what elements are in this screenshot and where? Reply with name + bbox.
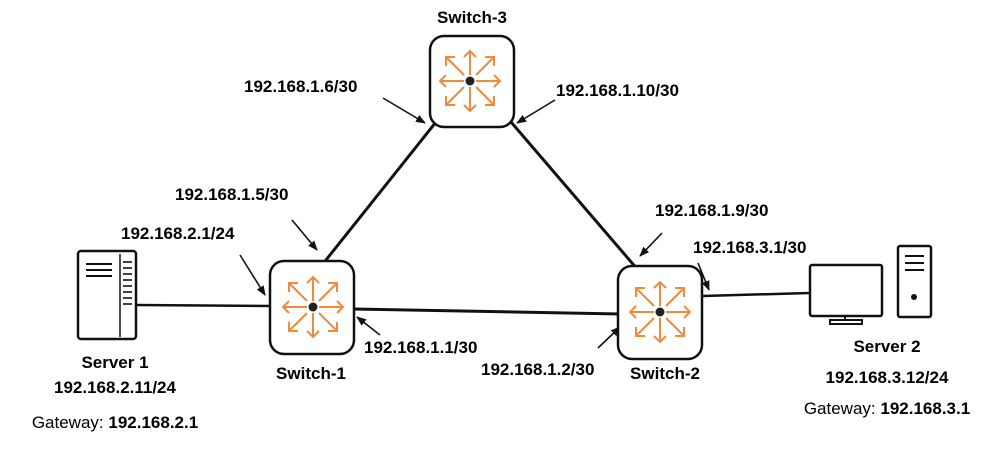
gateway-value: 192.168.2.1 bbox=[108, 413, 199, 432]
interface-label-s2-to-s3: 192.168.1.9/30 bbox=[655, 201, 769, 220]
desktop-computer-icon[interactable] bbox=[808, 244, 933, 325]
pointer-s1-to-s2 bbox=[356, 316, 381, 336]
switch-arrows-icon bbox=[629, 281, 691, 343]
switch-1-node[interactable] bbox=[268, 259, 356, 356]
link-switch1-switch2 bbox=[351, 307, 621, 316]
switch-arrows-icon bbox=[439, 50, 501, 112]
switch-arrows-icon bbox=[282, 276, 344, 338]
gateway-value: 192.168.3.1 bbox=[880, 399, 971, 418]
server-2-ip: 192.168.3.12/24 bbox=[825, 368, 949, 387]
interface-label-s1-to-s3: 192.168.1.5/30 bbox=[175, 185, 289, 204]
pointer-s2-to-s1 bbox=[597, 326, 621, 349]
switch-2-label: Switch-2 bbox=[630, 364, 700, 383]
pointer-s2-to-server2 bbox=[697, 262, 710, 291]
links bbox=[135, 121, 811, 316]
pointer-s1-to-s3 bbox=[291, 219, 318, 251]
interface-label-s3-to-s2: 192.168.1.10/30 bbox=[556, 81, 679, 100]
server-1-gateway: Gateway: 192.168.2.1 bbox=[32, 413, 198, 433]
pointer-s3-to-s2 bbox=[516, 99, 556, 124]
link-switch1-switch3 bbox=[320, 121, 438, 266]
server-2-gateway: Gateway: 192.168.3.1 bbox=[804, 399, 970, 419]
interface-pointers bbox=[239, 97, 710, 349]
interface-label-s1-to-server1: 192.168.2.1/24 bbox=[121, 224, 235, 243]
link-switch3-switch2 bbox=[509, 121, 640, 271]
interface-label-s2-to-server2: 192.168.3.1/30 bbox=[693, 238, 807, 257]
server-1-ip: 192.168.2.11/24 bbox=[54, 378, 176, 397]
link-server1-switch1 bbox=[135, 303, 273, 308]
switch-2-node[interactable] bbox=[616, 264, 704, 361]
server-2-name: Server 2 bbox=[853, 337, 921, 356]
pointer-s2-to-s3 bbox=[639, 232, 663, 257]
pointer-s1-to-server1 bbox=[239, 254, 266, 296]
server-tower-icon[interactable] bbox=[76, 249, 138, 341]
switch-3-node[interactable] bbox=[428, 34, 516, 129]
link-switch2-server2 bbox=[701, 291, 811, 298]
pointer-s3-to-s1 bbox=[382, 97, 426, 124]
interface-label-s3-to-s1: 192.168.1.6/30 bbox=[244, 77, 358, 96]
interface-label-s2-to-s1: 192.168.1.2/30 bbox=[481, 360, 595, 379]
server-1-name: Server 1 bbox=[81, 353, 149, 372]
interface-label-s1-to-s2: 192.168.1.1/30 bbox=[364, 338, 478, 357]
gateway-label: Gateway: bbox=[803, 399, 876, 418]
switch-1-label: Switch-1 bbox=[276, 364, 346, 383]
gateway-label: Gateway: bbox=[31, 413, 104, 432]
switch-3-label: Switch-3 bbox=[437, 8, 507, 27]
